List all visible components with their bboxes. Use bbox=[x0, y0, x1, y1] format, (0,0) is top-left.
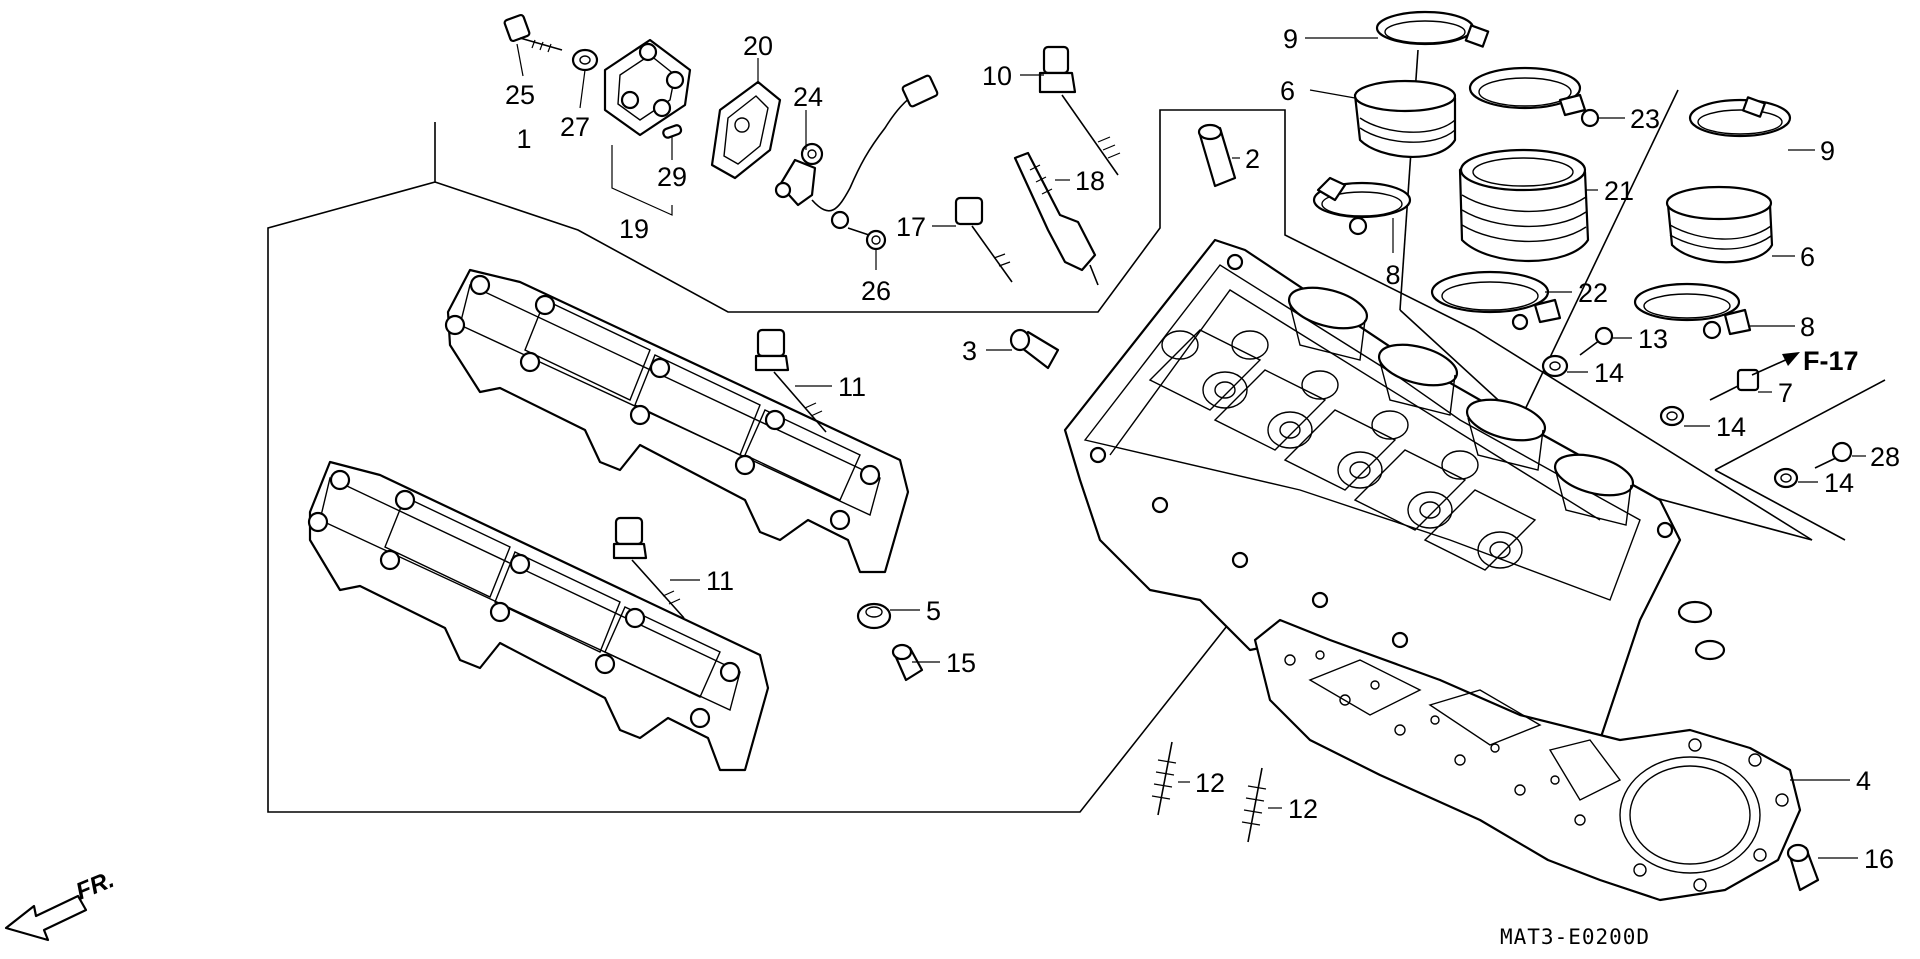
callout-12b: 12 bbox=[1288, 794, 1318, 824]
callout-26: 26 bbox=[861, 276, 891, 306]
front-direction-label: FR. bbox=[72, 866, 118, 906]
part-4-head-gasket bbox=[1253, 618, 1802, 902]
part-22-clamp bbox=[1430, 270, 1562, 331]
callout-15: 15 bbox=[946, 648, 976, 678]
part-23-clamp bbox=[1468, 66, 1600, 128]
part-2-dowel bbox=[1197, 123, 1237, 188]
intake-ports bbox=[1287, 286, 1635, 526]
part-14-washer-b bbox=[1659, 405, 1685, 427]
part-3-dowel bbox=[1009, 328, 1060, 370]
part-5-seal bbox=[856, 602, 892, 630]
head-cover-upper bbox=[444, 268, 910, 574]
part-17-bolt bbox=[954, 196, 1013, 283]
part-27-washer bbox=[571, 48, 599, 72]
part-25-bolt bbox=[503, 13, 563, 53]
cylinder-head bbox=[1063, 238, 1726, 762]
callout-19: 19 bbox=[619, 214, 649, 244]
reference-label: F-17 bbox=[1803, 346, 1859, 376]
callout-17: 17 bbox=[896, 212, 926, 242]
part-8-clamp-right bbox=[1633, 282, 1752, 340]
part-8-clamp-left bbox=[1312, 176, 1412, 236]
callout-8a: 8 bbox=[1385, 260, 1400, 290]
part-18-spark-plug bbox=[1013, 151, 1099, 286]
callout-9b: 9 bbox=[1820, 136, 1835, 166]
callout-20: 20 bbox=[743, 31, 773, 61]
callout-12a: 12 bbox=[1195, 768, 1225, 798]
callout-21: 21 bbox=[1604, 176, 1634, 206]
callout-2: 2 bbox=[1245, 144, 1260, 174]
callout-16: 16 bbox=[1864, 844, 1894, 874]
callout-10: 10 bbox=[982, 61, 1012, 91]
part-15-dowel bbox=[891, 643, 924, 682]
callout-7: 7 bbox=[1778, 378, 1793, 408]
callout-11a: 11 bbox=[838, 372, 866, 402]
callout-5: 5 bbox=[926, 596, 941, 626]
part-20-gasket bbox=[710, 80, 782, 180]
callout-6b: 6 bbox=[1800, 242, 1815, 272]
part-28-bolt bbox=[1814, 441, 1853, 469]
callout-29: 29 bbox=[657, 162, 687, 192]
part-12-stud-left bbox=[1151, 741, 1177, 816]
part-6-joint-right bbox=[1665, 185, 1774, 264]
callout-14a: 14 bbox=[1594, 358, 1624, 388]
callout-28: 28 bbox=[1870, 442, 1900, 472]
callout-14c: 14 bbox=[1824, 468, 1854, 498]
leader-lines bbox=[516, 37, 1866, 859]
part-13-bolt bbox=[1579, 326, 1614, 356]
part-26-bolt bbox=[847, 227, 887, 251]
callout-13: 13 bbox=[1638, 324, 1668, 354]
part-21-joint bbox=[1458, 148, 1590, 262]
part-12-stud-right bbox=[1241, 767, 1267, 843]
callout-6a: 6 bbox=[1280, 76, 1295, 106]
part-10-bolt bbox=[1038, 45, 1121, 176]
callout-numbers: 1 2 3 4 5 6 6 7 8 8 9 9 10 11 11 12 12 1… bbox=[505, 24, 1900, 874]
part-24-sensor bbox=[774, 74, 939, 230]
part-9-clamp-left bbox=[1375, 10, 1490, 48]
reference-arrow bbox=[1751, 352, 1800, 376]
callout-9a: 9 bbox=[1283, 24, 1298, 54]
part-6-joint-left bbox=[1353, 79, 1457, 159]
callout-23: 23 bbox=[1630, 104, 1660, 134]
figure-code: MAT3-E0200D bbox=[1500, 925, 1650, 949]
part-9-clamp-right bbox=[1688, 96, 1792, 138]
callout-22: 22 bbox=[1578, 278, 1608, 308]
callout-1: 1 bbox=[516, 124, 531, 154]
part-7-bolt bbox=[1709, 368, 1760, 401]
head-cover-lower bbox=[307, 460, 770, 772]
callout-3: 3 bbox=[962, 336, 977, 366]
part-11-bolt-upper bbox=[754, 328, 827, 433]
callout-14b: 14 bbox=[1716, 412, 1746, 442]
part-29-pin bbox=[662, 124, 683, 139]
callout-24: 24 bbox=[793, 82, 823, 112]
callout-4: 4 bbox=[1856, 766, 1871, 796]
front-direction-arrow bbox=[4, 894, 88, 942]
part-14-washer-c bbox=[1773, 467, 1799, 489]
callout-27: 27 bbox=[560, 112, 590, 142]
callout-11b: 11 bbox=[706, 566, 734, 596]
callout-18: 18 bbox=[1075, 166, 1105, 196]
part-16-dowel bbox=[1786, 843, 1820, 892]
part-11-bolt-lower bbox=[612, 516, 685, 619]
callout-25: 25 bbox=[505, 80, 535, 110]
part-19-bracket bbox=[603, 38, 692, 137]
callout-8b: 8 bbox=[1800, 312, 1815, 342]
part-14-washer-a bbox=[1541, 354, 1569, 378]
